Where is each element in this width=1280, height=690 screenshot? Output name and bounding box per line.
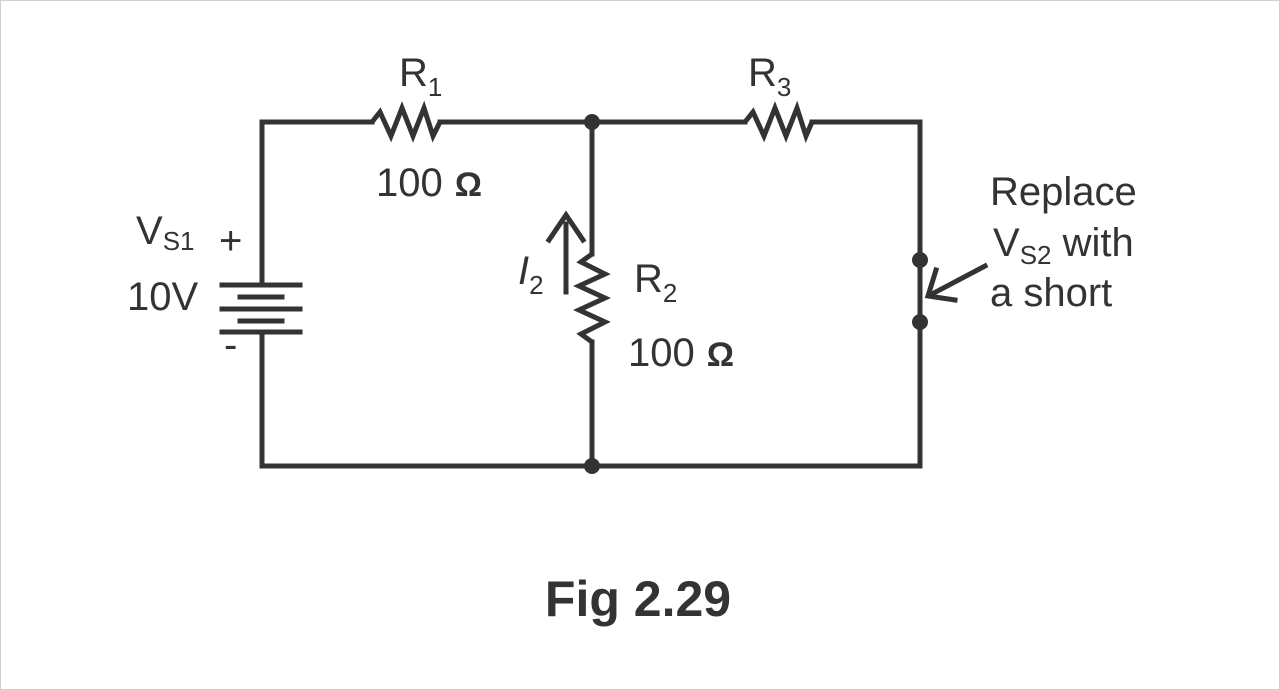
- figure-caption: Fig 2.29: [545, 571, 731, 627]
- current-i2-label: I2: [518, 249, 544, 300]
- r3-label: R3: [748, 51, 791, 102]
- r2-label: R2: [634, 257, 677, 308]
- current-arrow: [545, 210, 587, 295]
- resistor-r3-symbol: [743, 100, 815, 144]
- pointer-arrow: [924, 262, 989, 303]
- vs1-plus-sign: +: [219, 219, 242, 263]
- battery-vs1-symbol: [219, 282, 303, 335]
- vs1-value: 10V: [127, 275, 198, 319]
- junction-node-bottom: [584, 458, 600, 474]
- annotation-line-2: VS2 with: [993, 221, 1134, 270]
- short-terminal-node-top: [912, 252, 928, 268]
- resistor-r2-symbol: [573, 251, 611, 345]
- short-terminal-node-bottom: [912, 314, 928, 330]
- r1-label: R1: [399, 51, 442, 102]
- annotation-line-1: Replace: [990, 170, 1137, 214]
- vs1-minus-sign: -: [224, 323, 237, 367]
- vs1-label: VS1: [136, 209, 195, 256]
- junction-node-top: [584, 114, 600, 130]
- annotation-line-3: a short: [990, 271, 1112, 315]
- replace-annotation: Replace VS2 with a short: [990, 170, 1137, 315]
- resistor-r1-symbol: [370, 100, 443, 143]
